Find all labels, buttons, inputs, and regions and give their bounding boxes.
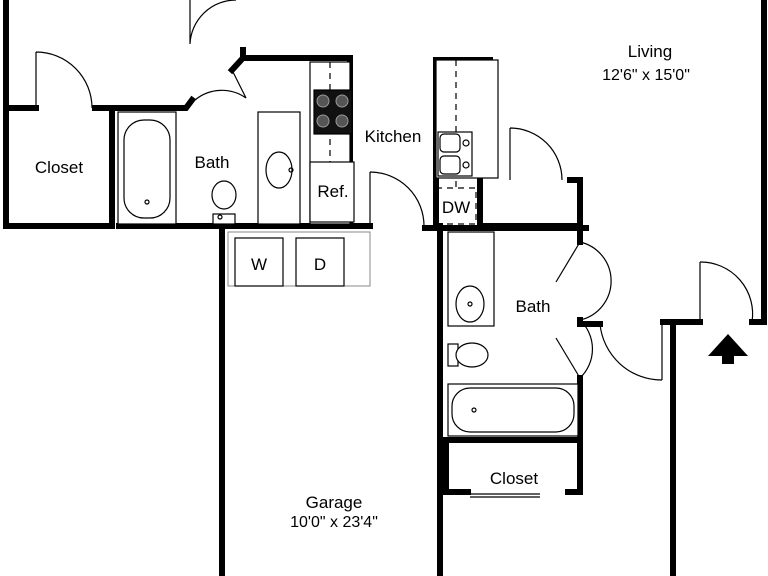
closet-bottom-label: Closet <box>490 469 538 488</box>
closet-left-label: Closet <box>35 158 83 177</box>
washer-label: W <box>251 255 267 274</box>
living-label: Living <box>628 42 672 61</box>
laundry: W D <box>227 231 371 287</box>
living-dims: 12'6" x 15'0" <box>602 67 690 84</box>
sink-left-icon <box>265 151 293 189</box>
kitchen-fixtures: Ref. <box>309 61 355 225</box>
bath-left-label: Bath <box>195 153 230 172</box>
left-bath-fixtures <box>117 111 301 225</box>
doors <box>35 0 754 381</box>
dryer <box>295 237 345 287</box>
right-bath-fixtures <box>447 231 579 498</box>
room-labels: Living 12'6" x 15'0" Kitchen Bath Closet… <box>35 42 690 531</box>
washer <box>234 237 284 287</box>
refrigerator-label: Ref. <box>317 182 348 201</box>
dishwasher-label: DW <box>442 198 470 217</box>
walls <box>3 0 767 576</box>
double-sink-icon <box>437 131 473 177</box>
right-counter: DW <box>435 59 499 225</box>
refrigerator <box>309 161 355 223</box>
dryer-label: D <box>314 255 326 274</box>
garage-label: Garage <box>306 493 363 512</box>
dishwasher <box>435 187 477 225</box>
sink-right-icon <box>455 285 485 323</box>
toilet-left-icon <box>212 213 236 225</box>
kitchen-label: Kitchen <box>365 127 422 146</box>
garage-dims: 10'0" x 23'4" <box>290 514 378 531</box>
bath-right-label: Bath <box>516 297 551 316</box>
entry-arrow-icon <box>708 334 748 364</box>
